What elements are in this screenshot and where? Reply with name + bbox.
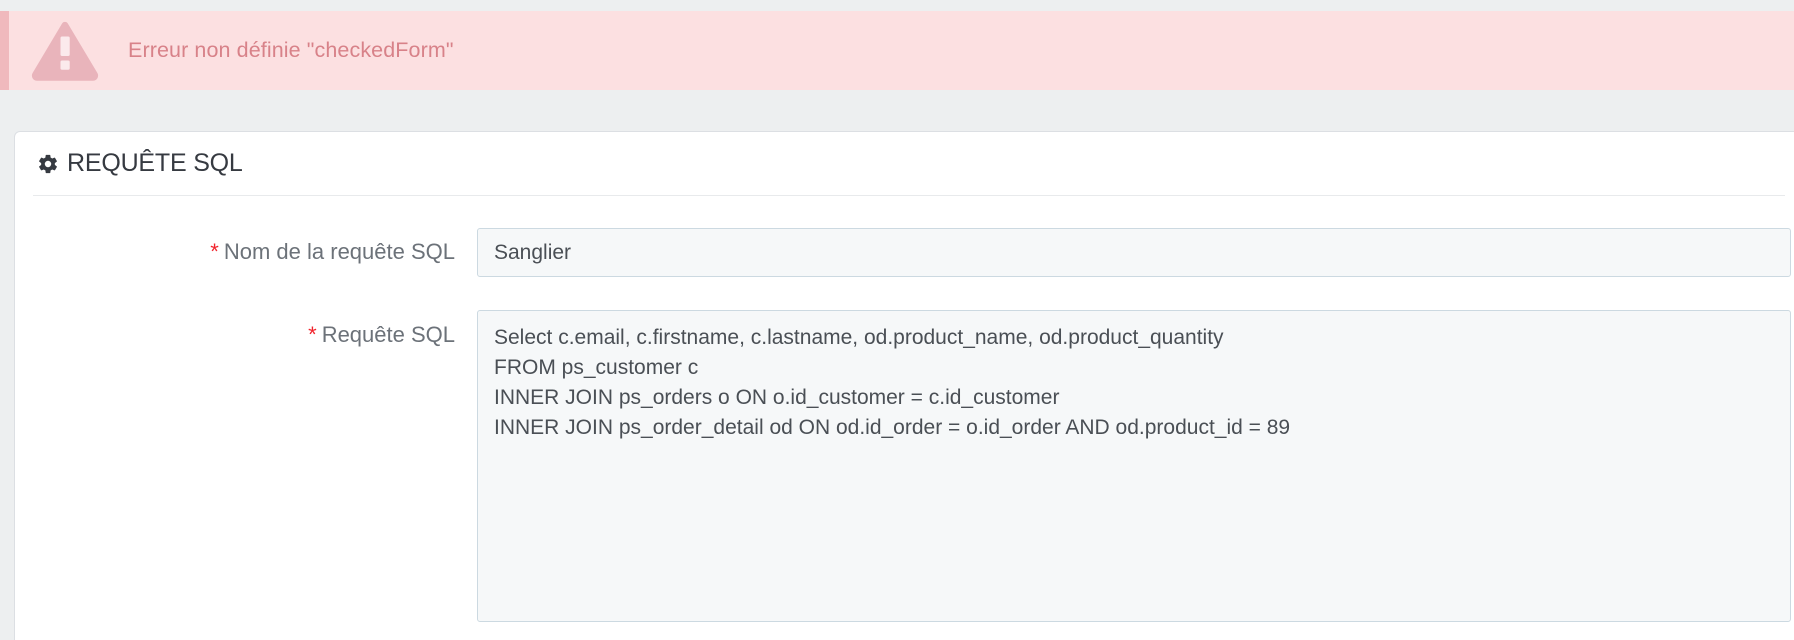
form-row-sql-query: *Requête SQL Select c.email, c.firstname…: [15, 310, 1794, 622]
panel-heading: REQUÊTE SQL: [15, 132, 1794, 195]
label-query-name: *Nom de la requête SQL: [15, 228, 477, 263]
label-query-name-text: Nom de la requête SQL: [223, 239, 455, 264]
sql-query-form: *Nom de la requête SQL *Requête SQL Sele…: [15, 196, 1794, 622]
required-marker: *: [308, 322, 317, 347]
error-alert-banner: Erreur non définie "checkedForm": [0, 11, 1794, 90]
field-wrap-sql-query: Select c.email, c.firstname, c.lastname,…: [477, 310, 1794, 622]
required-marker: *: [210, 239, 219, 264]
panel-divider: [33, 195, 1785, 196]
field-wrap-query-name: [477, 228, 1794, 277]
warning-triangle-icon: [30, 20, 100, 82]
sql-query-textarea[interactable]: Select c.email, c.firstname, c.lastname,…: [477, 310, 1791, 622]
gear-icon: [37, 153, 59, 175]
sql-query-panel: REQUÊTE SQL *Nom de la requête SQL *Requ…: [14, 131, 1794, 640]
query-name-input[interactable]: [477, 228, 1791, 277]
error-alert-message: Erreur non définie "checkedForm": [128, 38, 454, 62]
label-sql-query: *Requête SQL: [15, 310, 477, 346]
panel-title: REQUÊTE SQL: [67, 149, 243, 177]
form-row-query-name: *Nom de la requête SQL: [15, 228, 1794, 277]
label-sql-query-text: Requête SQL: [321, 322, 455, 347]
